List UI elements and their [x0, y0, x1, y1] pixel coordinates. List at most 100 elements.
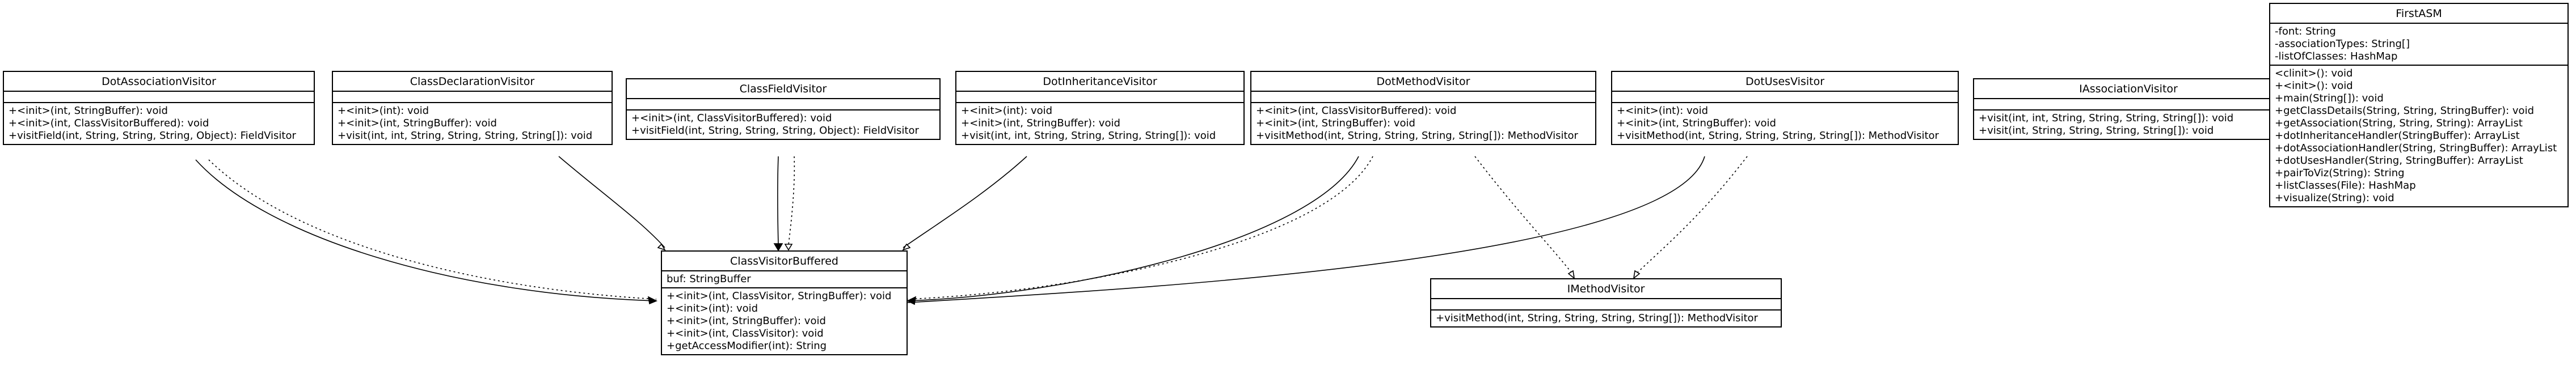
operation-compartment: +visit(int, int, String, String, String,… — [1974, 110, 2283, 139]
class-name: FirstASM — [2270, 4, 2567, 24]
arrowhead-filled — [647, 296, 657, 305]
operation-compartment: +<init>(int, ClassVisitorBuffered): void… — [1251, 103, 1595, 144]
edge-dotmethod-association — [907, 156, 1359, 301]
operation: +<init>(int): void — [961, 105, 1053, 117]
class-dot-uses-visitor: DotUsesVisitor +<init>(int): void+<init>(… — [1611, 71, 1959, 145]
class-name: DotMethodVisitor — [1251, 72, 1595, 92]
operation: +visit(int, int, String, String, String,… — [338, 130, 593, 142]
operation: +visit(int, String, String, String, Stri… — [1979, 125, 2214, 137]
edge-dotmethod-implements — [1474, 156, 1575, 277]
operation: +pairToViz(String): String — [2275, 167, 2405, 179]
class-name: ClassFieldVisitor — [627, 79, 939, 99]
operation: +visit(int, int, String, String, String,… — [1979, 112, 2234, 124]
operation: <clinit>(): void — [2275, 67, 2353, 79]
class-name: IAssociationVisitor — [1974, 79, 2283, 99]
attribute-compartment — [1251, 92, 1595, 103]
operation-compartment: +<init>(int): void+<init>(int, StringBuf… — [1612, 103, 1958, 144]
class-dot-method-visitor: DotMethodVisitor +<init>(int, ClassVisito… — [1250, 71, 1596, 145]
operation-compartment: +<init>(int, ClassVisitor, StringBuffer)… — [662, 288, 907, 354]
operation: +<init>(int, ClassVisitor): void — [667, 328, 824, 339]
edge-dotinheritance-extends — [903, 156, 1027, 248]
class-dot-association-visitor: DotAssociationVisitor +<init>(int, String… — [3, 71, 315, 145]
operation: +getClassDetails(String, String, StringB… — [2275, 105, 2534, 117]
operation: +<init>(int, ClassVisitor, StringBuffer)… — [667, 290, 892, 302]
arrowhead-filled — [773, 243, 783, 252]
operation: +getAssociation(String, String, String):… — [2275, 117, 2523, 129]
operation: +<init>(int, ClassVisitorBuffered): void — [1256, 105, 1457, 117]
class-class-visitor-buffered: ClassVisitorBuffered buf: StringBuffer +<i… — [661, 250, 908, 355]
class-first-asm: FirstASM-font: String-associationTypes: … — [2269, 3, 2569, 207]
operation: +visitMethod(int, String, String, String… — [1617, 130, 1939, 142]
operation: +<init>(int, StringBuffer): void — [1256, 117, 1415, 129]
class-name: ClassDeclarationVisitor — [333, 72, 612, 92]
attribute-compartment — [1974, 99, 2283, 110]
attribute-compartment — [4, 92, 314, 103]
edge-classdeclaration-extends — [558, 156, 665, 248]
class-imethod-visitor: IMethodVisitor +visitMethod(int, String, … — [1430, 278, 1782, 328]
operation: +visitMethod(int, String, String, String… — [1436, 312, 1758, 324]
operation: +main(String[]): void — [2275, 92, 2384, 104]
edge-dotuses-implements — [1633, 156, 1748, 277]
operation: +<init>(int, ClassVisitorBuffered): void — [631, 112, 832, 124]
attribute-compartment — [333, 92, 612, 103]
arrowhead-open — [657, 243, 666, 251]
operation: +dotUsesHandler(String, StringBuffer): A… — [2275, 155, 2523, 167]
attribute: -associationTypes: String[] — [2275, 38, 2410, 50]
operation: +visitField(int, String, String, String,… — [631, 125, 919, 137]
attribute-compartment: -font: String-associationTypes: String[]… — [2270, 24, 2567, 66]
arrowhead-filled — [907, 296, 917, 305]
class-name: DotInheritanceVisitor — [956, 72, 1243, 92]
arrowhead-open — [784, 244, 793, 251]
attribute-compartment — [956, 92, 1243, 103]
class-name: IMethodVisitor — [1431, 279, 1781, 299]
class-class-declaration-visitor: ClassDeclarationVisitor +<init>(int): voi… — [332, 71, 613, 145]
operation: +visitMethod(int, String, String, String… — [1256, 130, 1578, 142]
operation-compartment: +<init>(int): void+<init>(int, StringBuf… — [333, 103, 612, 144]
edge-dotmethod-uses — [907, 156, 1373, 300]
attribute: -font: String — [2275, 25, 2336, 37]
arrowhead-open — [1633, 270, 1641, 279]
operation: +<init>(int, StringBuffer): void — [338, 117, 497, 129]
operation-compartment: +<init>(int, StringBuffer): void+<init>(… — [4, 103, 314, 144]
attribute-compartment — [627, 99, 939, 110]
operation: +dotAssociationHandler(String, StringBuf… — [2275, 142, 2557, 154]
operation-compartment: +visitMethod(int, String, String, String… — [1431, 311, 1781, 326]
operation: +dotInheritanceHandler(StringBuffer): Ar… — [2275, 130, 2520, 142]
class-class-field-visitor: ClassFieldVisitor +<init>(int, ClassVisit… — [626, 78, 941, 140]
operation: +<init>(int, StringBuffer): void — [1617, 117, 1776, 129]
operation: +visit(int, int, String, String, String,… — [961, 130, 1216, 142]
arrowhead-open — [902, 243, 911, 251]
operation: +<init>(): void — [2275, 80, 2353, 92]
class-iassociation-visitor: IAssociationVisitor +visit(int, int, Stri… — [1973, 78, 2284, 140]
edge-dotassociation-uses — [208, 159, 657, 300]
operation: +getAccessModifier(int): String — [667, 340, 827, 352]
edge-classfield-uses — [788, 156, 795, 245]
edge-dotassociation-extends — [195, 159, 657, 301]
attribute-compartment — [1431, 299, 1781, 311]
operation: +<init>(int): void — [667, 303, 758, 314]
operation-compartment: +<init>(int): void+<init>(int, StringBuf… — [956, 103, 1243, 144]
arrowhead-open — [1567, 270, 1575, 279]
operation: +listClasses(File): HashMap — [2275, 180, 2416, 192]
class-name: DotAssociationVisitor — [4, 72, 314, 92]
operation: +visitField(int, String, String, String,… — [9, 130, 296, 142]
class-dot-inheritance-visitor: DotInheritanceVisitor+<init>(int): void+… — [955, 71, 1245, 145]
operation: +visualize(String): void — [2275, 192, 2394, 204]
operation: +<init>(int): void — [338, 105, 429, 117]
attribute-compartment: buf: StringBuffer — [662, 271, 907, 288]
operation-compartment: <clinit>(): void+<init>(): void+main(Str… — [2270, 66, 2567, 206]
class-name: DotUsesVisitor — [1612, 72, 1958, 92]
operation: +<init>(int, StringBuffer): void — [667, 315, 826, 327]
attribute: buf: StringBuffer — [667, 273, 751, 285]
attribute-compartment — [1612, 92, 1958, 103]
class-name: ClassVisitorBuffered — [662, 252, 907, 271]
edge-dotuses-association — [907, 156, 1705, 303]
operation: +<init>(int, ClassVisitorBuffered): void — [9, 117, 209, 129]
operation: +<init>(int, StringBuffer): void — [961, 117, 1120, 129]
attribute: -listOfClasses: HashMap — [2275, 50, 2398, 62]
operation: +<init>(int): void — [1617, 105, 1709, 117]
operation-compartment: +<init>(int, ClassVisitorBuffered): void… — [627, 110, 939, 139]
operation: +<init>(int, StringBuffer): void — [9, 105, 168, 117]
